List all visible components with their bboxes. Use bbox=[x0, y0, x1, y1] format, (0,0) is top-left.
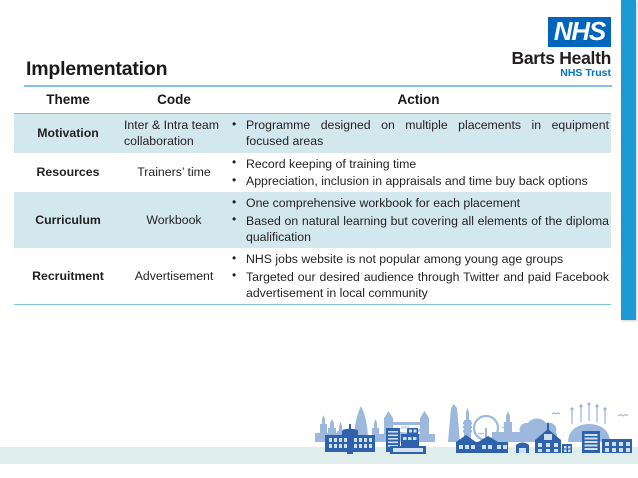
list-item: • Record keeping of training time bbox=[228, 155, 609, 172]
table-row: Motivation Inter & Intra team collaborat… bbox=[14, 113, 611, 153]
cell-action: • NHS jobs website is not popular among … bbox=[226, 248, 611, 306]
table-row: Resources Trainers’ time • Record keepin… bbox=[14, 153, 611, 193]
list-item-label: Appreciation, inclusion in appraisals an… bbox=[246, 174, 588, 189]
table-header-row: Theme Code Action bbox=[14, 88, 611, 114]
action-bullet-list: • One comprehensive workbook for each pl… bbox=[228, 195, 609, 245]
bullet-dot-icon: • bbox=[232, 250, 237, 265]
list-item-label: Based on natural learning but covering a… bbox=[246, 213, 609, 245]
list-item: • Targeted our desired audience through … bbox=[228, 268, 609, 302]
cell-code: Advertisement bbox=[122, 248, 226, 306]
list-item-label: Record keeping of training time bbox=[246, 156, 417, 171]
bullet-dot-icon: • bbox=[232, 116, 237, 131]
page-title: Implementation bbox=[26, 58, 168, 80]
list-item-label: Programme designed on multiple placement… bbox=[246, 118, 609, 149]
skyline-buildings-layer bbox=[325, 423, 632, 454]
nhs-barts-health-logo: NHS Barts Health NHS Trust bbox=[477, 17, 611, 79]
cell-theme: Recruitment bbox=[14, 248, 122, 306]
cell-code: Workbook bbox=[122, 192, 226, 249]
trust-name: NHS Trust bbox=[560, 67, 611, 80]
column-header-code: Code bbox=[122, 88, 226, 114]
cell-action: • Programme designed on multiple placeme… bbox=[226, 113, 611, 153]
implementation-table: Theme Code Action Motivation Inter & Int… bbox=[14, 88, 611, 306]
action-bullet-list: • Programme designed on multiple placeme… bbox=[228, 117, 609, 150]
cell-theme: Resources bbox=[36, 165, 100, 180]
cell-action: • Record keeping of training time • Appr… bbox=[226, 153, 611, 193]
cell-code: Trainers’ time bbox=[137, 165, 211, 180]
bullet-dot-icon: • bbox=[232, 172, 237, 187]
cell-theme: Curriculum bbox=[14, 192, 122, 249]
bullet-dot-icon: • bbox=[232, 212, 237, 227]
nhs-logo-mark: NHS bbox=[547, 17, 611, 47]
london-skyline-graphic bbox=[315, 402, 632, 454]
list-item-label: NHS jobs website is not popular among yo… bbox=[246, 252, 564, 267]
list-item: • Based on natural learning but covering… bbox=[228, 212, 609, 246]
list-item: • NHS jobs website is not popular among … bbox=[228, 251, 609, 267]
table-row: Recruitment Advertisement • NHS jobs web… bbox=[14, 248, 611, 306]
table-row: Curriculum Workbook • One comprehensive … bbox=[14, 192, 611, 249]
organisation-name: Barts Health bbox=[511, 47, 612, 68]
list-item-label: Targeted our desired audience through Tw… bbox=[246, 269, 609, 301]
action-bullet-list: • Record keeping of training time • Appr… bbox=[228, 155, 609, 190]
column-header-theme: Theme bbox=[14, 88, 122, 114]
cell-code: Inter & Intra team collaboration bbox=[122, 113, 226, 153]
action-bullet-list: • NHS jobs website is not popular among … bbox=[228, 251, 609, 301]
cell-action: • One comprehensive workbook for each pl… bbox=[226, 192, 611, 249]
list-item: • One comprehensive workbook for each pl… bbox=[228, 195, 609, 211]
bullet-dot-icon: • bbox=[232, 268, 237, 283]
column-header-action: Action bbox=[226, 88, 611, 114]
bullet-dot-icon: • bbox=[232, 194, 237, 209]
title-underline-rule bbox=[24, 85, 612, 87]
list-item: • Programme designed on multiple placeme… bbox=[228, 117, 609, 150]
bullet-dot-icon: • bbox=[232, 155, 237, 170]
cell-theme: Motivation bbox=[14, 113, 122, 153]
list-item-label: One comprehensive workbook for each plac… bbox=[246, 196, 521, 211]
right-edge-accent-bar bbox=[621, 0, 636, 320]
list-item: • Appreciation, inclusion in appraisals … bbox=[228, 173, 609, 189]
